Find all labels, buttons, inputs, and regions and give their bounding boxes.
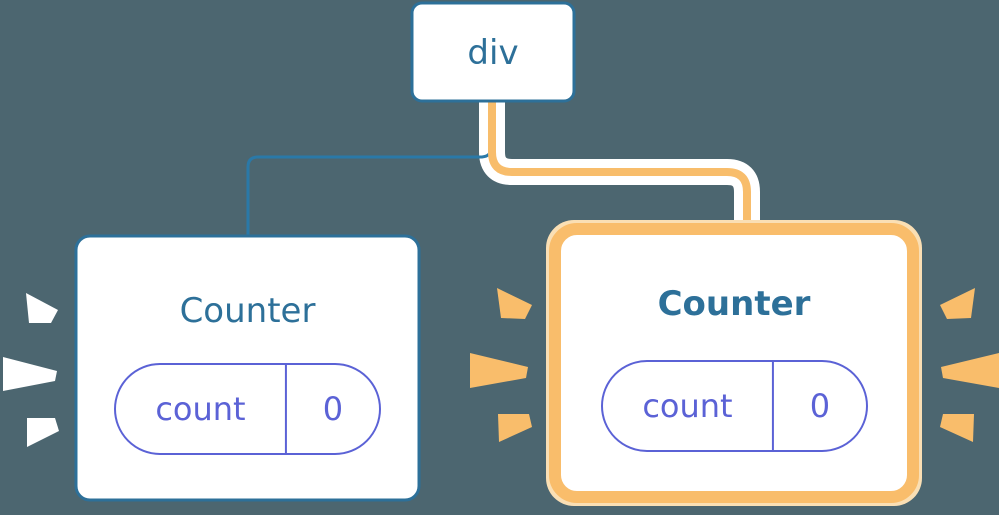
spark-ray-right-0	[940, 288, 975, 319]
spark-ray-left-1	[470, 353, 528, 388]
spark-layer	[3, 288, 999, 447]
node-counter-left[interactable]: Counter count 0	[74, 234, 421, 502]
spark-ray-left-0	[497, 288, 532, 319]
node-div-label: div	[467, 33, 518, 73]
spark-ray-left-0	[26, 293, 58, 323]
spark-ray-left-1	[3, 357, 57, 391]
state-count-right-value: 0	[810, 387, 830, 425]
state-count-left-key: count	[155, 390, 245, 428]
state-count-left-value: 0	[323, 390, 343, 428]
sparks-right-counter-right	[940, 288, 999, 442]
state-count-right-capsule	[601, 360, 868, 452]
spark-ray-left-2	[498, 414, 532, 442]
edge-root-to-right-counter	[488, 101, 751, 232]
node-div-box[interactable]	[410, 1, 576, 103]
node-counter-right[interactable]: Counter count 0	[546, 220, 922, 506]
sparks-left-counter	[3, 293, 59, 447]
spark-ray-right-2	[940, 414, 974, 442]
state-count-right-key: count	[642, 387, 732, 425]
node-div[interactable]: div	[410, 1, 576, 103]
sparks-right-counter-left	[470, 288, 532, 442]
spark-ray-left-2	[27, 418, 59, 447]
node-counter-right-label: Counter	[658, 284, 811, 324]
state-count-left-capsule	[114, 363, 381, 455]
state-count-right: count 0	[601, 360, 868, 452]
state-count-left: count 0	[114, 363, 381, 455]
spark-ray-right-1	[941, 353, 999, 388]
node-counter-left-label: Counter	[180, 291, 316, 331]
edge-layer	[246, 101, 760, 236]
